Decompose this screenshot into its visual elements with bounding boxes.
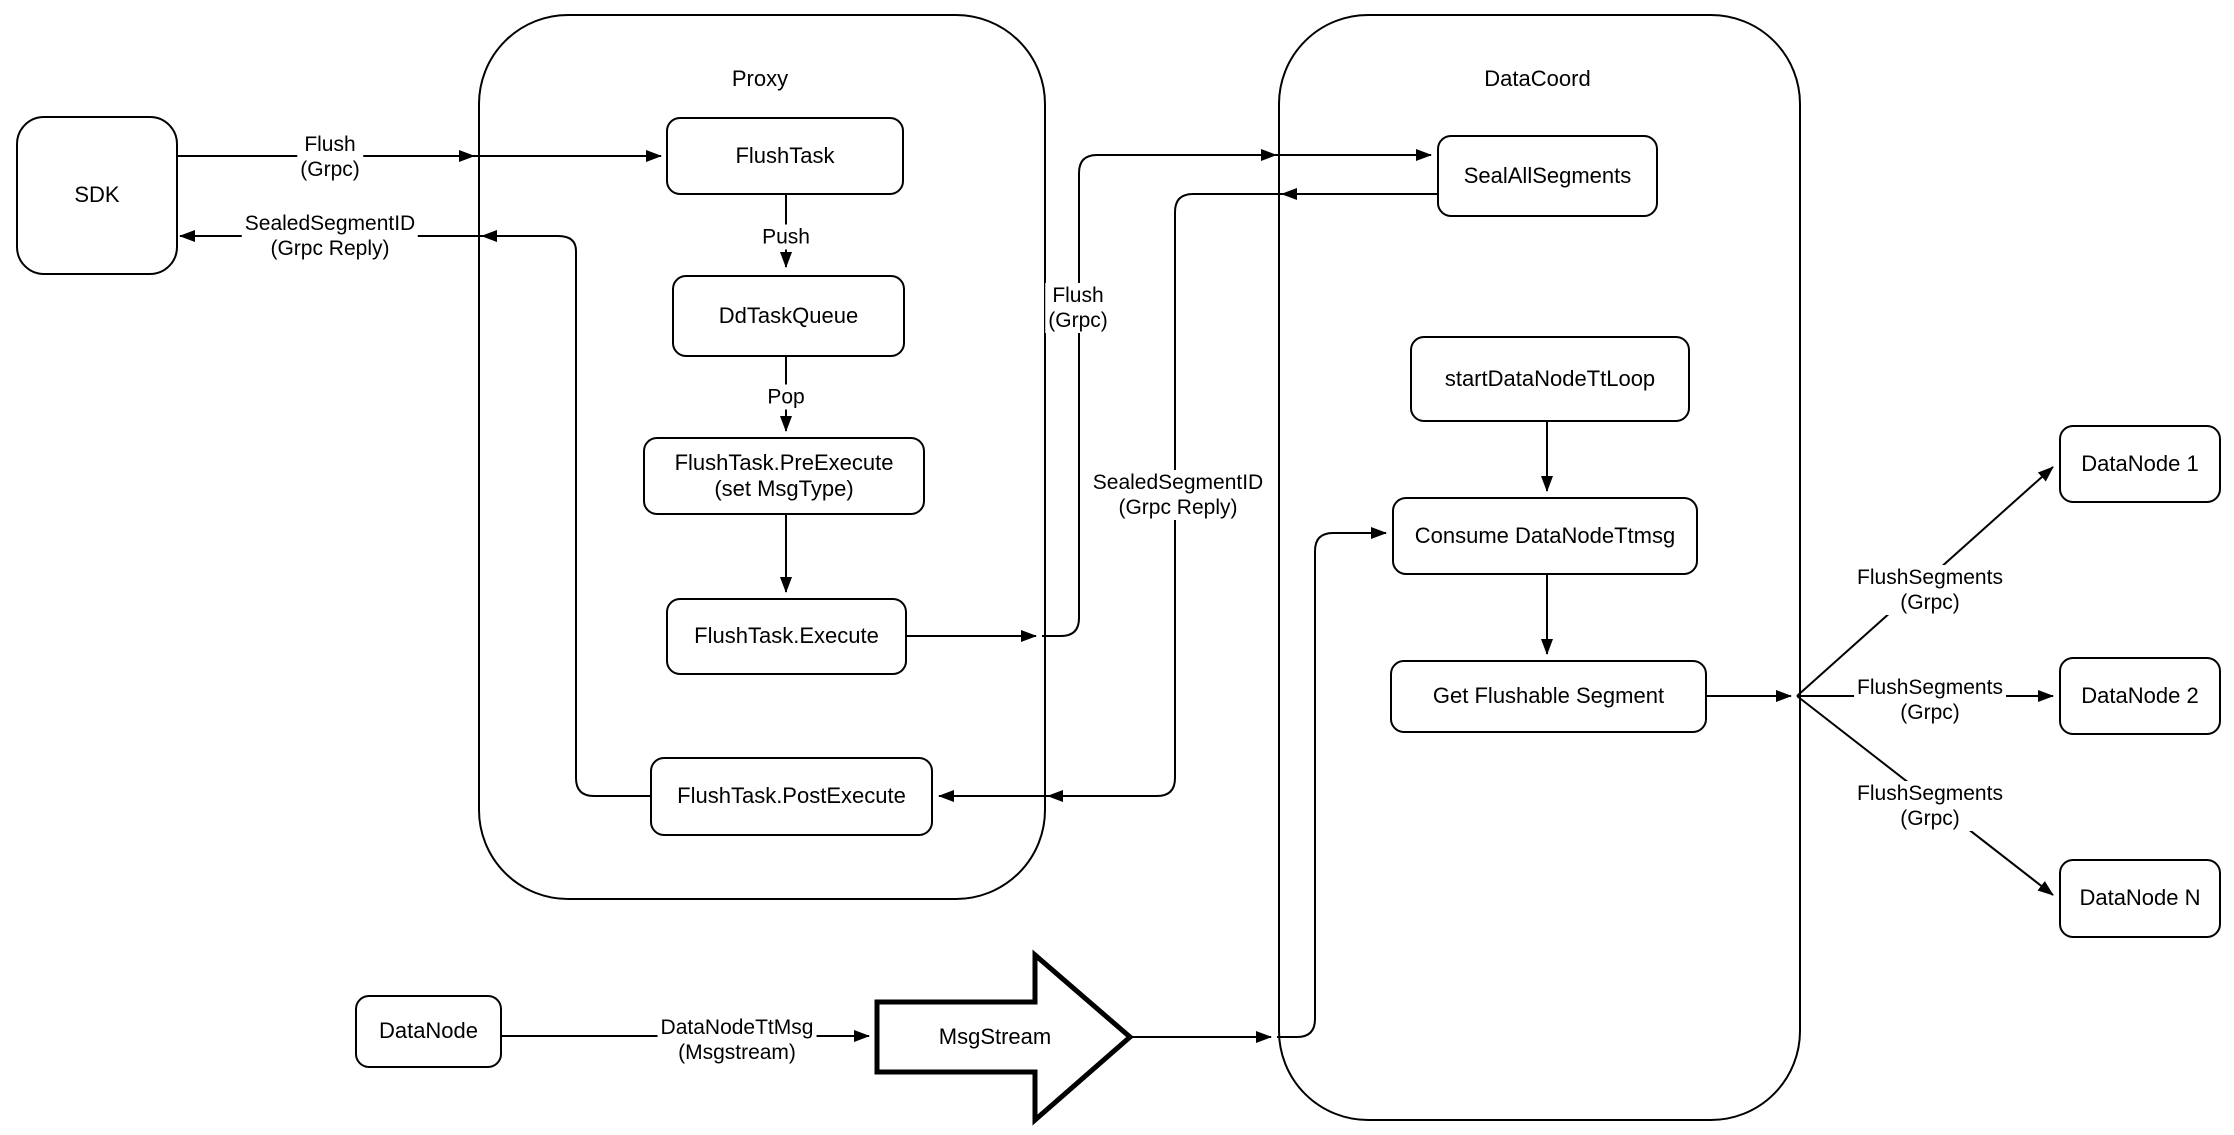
edge-label-pop: Pop	[764, 384, 808, 410]
flushtask-postexecute-node: FlushTask.PostExecute	[650, 757, 933, 836]
datanode-bottom-node: DataNode	[355, 995, 502, 1068]
proxy-container	[478, 14, 1046, 900]
flushtask-execute-node: FlushTask.Execute	[666, 598, 907, 675]
edge-label-flushsegments-3: FlushSegments (Grpc)	[1854, 781, 2006, 831]
proxy-container-title: Proxy	[731, 66, 789, 91]
msgstream-arrow-shape	[874, 949, 1134, 1126]
flushtask-node: FlushTask	[666, 117, 904, 195]
msgstream-label: MsgStream	[938, 1024, 1052, 1049]
edge-flush-to-sealallsegments	[1042, 149, 1432, 637]
get-flushable-segment-node: Get Flushable Segment	[1390, 660, 1707, 733]
ddtaskqueue-node: DdTaskQueue	[672, 275, 905, 357]
edge-postexecute-to-sdk	[179, 230, 650, 797]
edge-label-flushsegments-1: FlushSegments (Grpc)	[1854, 565, 2006, 615]
startdatanodettloop-node: startDataNodeTtLoop	[1410, 336, 1690, 422]
flushtask-preexecute-node: FlushTask.PreExecute (set MsgType)	[643, 437, 925, 515]
datacoord-container	[1278, 14, 1801, 1121]
consume-datanodettmsg-node: Consume DataNodeTtmsg	[1392, 497, 1698, 575]
datanode2-node: DataNode 2	[2059, 657, 2221, 735]
edge-label-sealedsegmentid-mid: SealedSegmentID (Grpc Reply)	[1089, 470, 1267, 520]
edge-label-push: Push	[759, 224, 813, 250]
sealallsegments-node: SealAllSegments	[1437, 135, 1658, 217]
edge-msgstream-to-consume	[1277, 527, 1387, 1038]
edge-label-flushsegments-2: FlushSegments (Grpc)	[1854, 675, 2006, 725]
edge-label-sealedsegmentid-sdk: SealedSegmentID (Grpc Reply)	[241, 211, 419, 261]
edge-label-flush-grpc-mid: Flush (Grpc)	[1045, 283, 1111, 333]
edge-label-datanodettmsg: DataNodeTtMsg (Msgstream)	[657, 1015, 817, 1065]
datanoden-node: DataNode N	[2059, 859, 2221, 938]
sdk-node: SDK	[16, 116, 178, 275]
datanode1-node: DataNode 1	[2059, 425, 2221, 503]
datacoord-container-title: DataCoord	[1484, 66, 1591, 91]
edge-label-flush-grpc-sdk: Flush (Grpc)	[297, 132, 363, 182]
